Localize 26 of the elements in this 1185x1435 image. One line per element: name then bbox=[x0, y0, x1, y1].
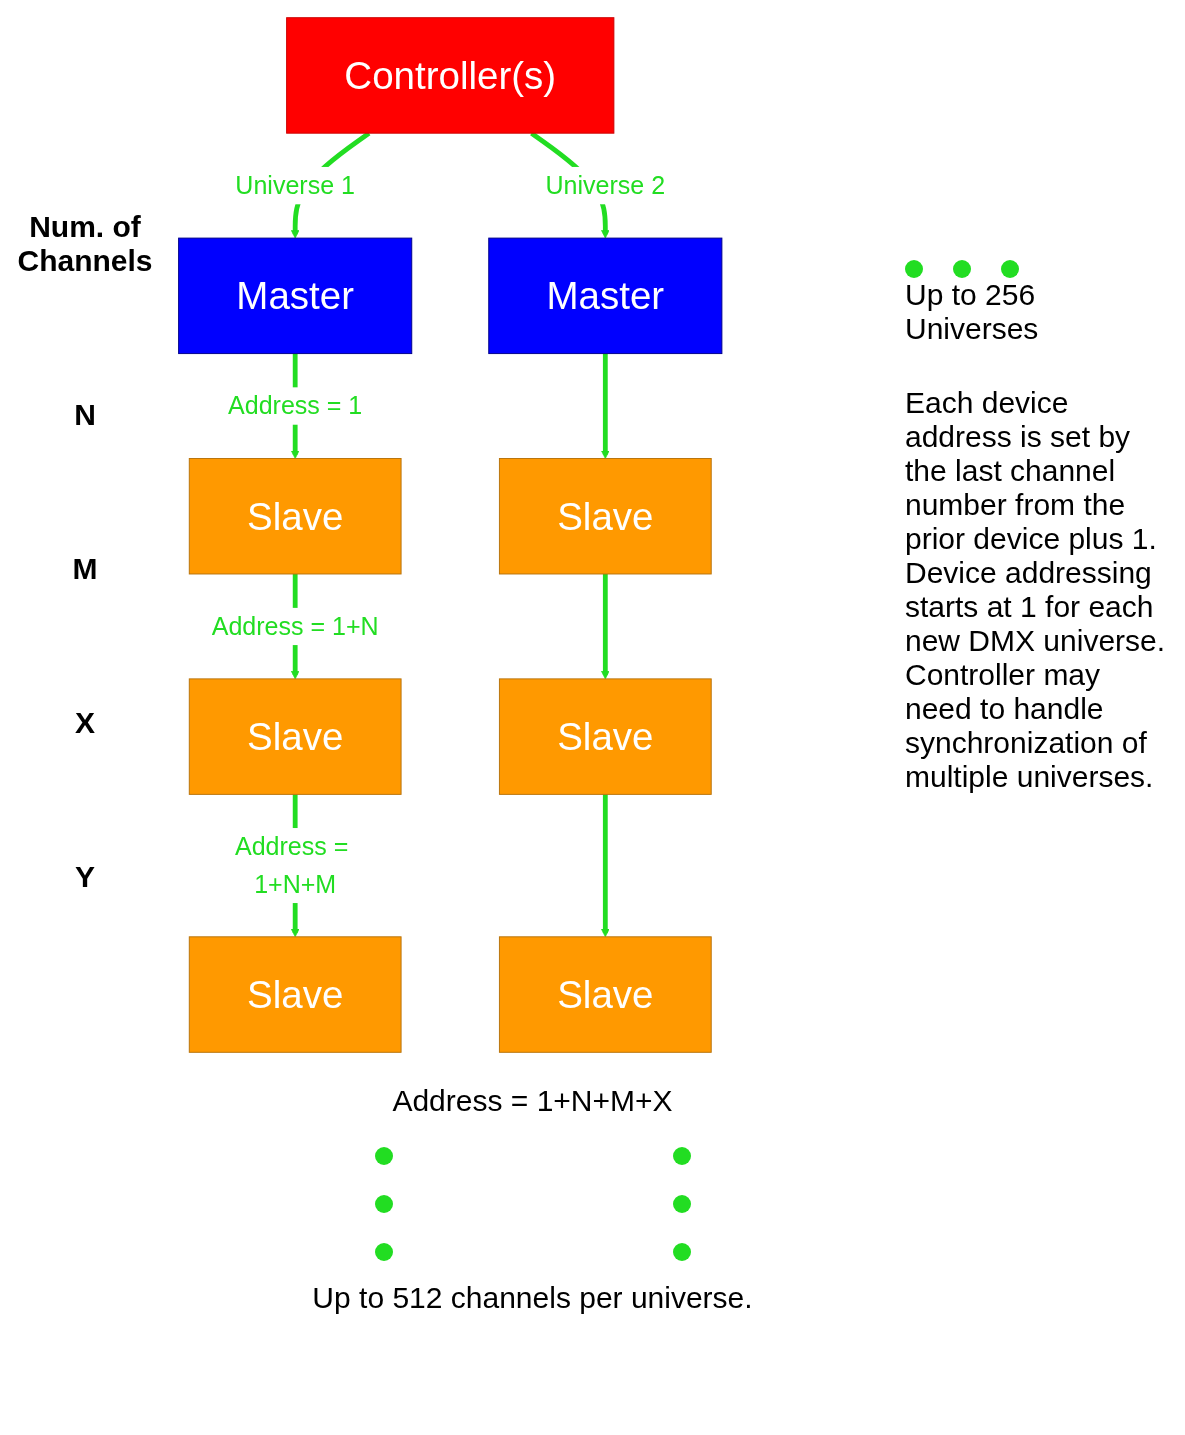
arrow bbox=[601, 794, 610, 938]
axis-heading: Num. of Channels bbox=[16, 210, 154, 278]
node-box: Master bbox=[178, 237, 413, 355]
node-box: Slave bbox=[498, 458, 712, 575]
node-box: Controller(s) bbox=[286, 17, 615, 134]
edge-label: Address = 1+N bbox=[211, 611, 379, 641]
node-box: Slave bbox=[188, 678, 402, 795]
channel-count-label: Y bbox=[74, 860, 96, 894]
edge-label: Address = 1 bbox=[228, 391, 363, 420]
node-box: Slave bbox=[498, 678, 712, 795]
edge-label: Address = 1+N+M bbox=[235, 831, 349, 899]
arrow bbox=[601, 353, 610, 459]
node-box: Slave bbox=[188, 936, 402, 1053]
channel-count-label: X bbox=[74, 706, 96, 740]
channel-count-label: N bbox=[73, 398, 97, 432]
edge-label: Universe 2 bbox=[545, 170, 666, 200]
node-box: Slave bbox=[498, 936, 712, 1053]
node-box: Slave bbox=[188, 458, 402, 575]
note-text: Up to 512 channels per universe. bbox=[312, 1281, 753, 1315]
node-box: Master bbox=[488, 237, 723, 355]
channel-count-label: M bbox=[71, 552, 99, 586]
arrow bbox=[601, 574, 610, 680]
note-text: Each device address is set by the last channel number from the prior device plus 1. Device addressing starts at 1 for each new DMX universe. Controller may need to handle synchronization of multiple universes. bbox=[905, 386, 1167, 794]
address-label: Address = 1+N+M+X bbox=[391, 1084, 674, 1118]
note-text: Up to 256 Universes bbox=[905, 278, 1040, 346]
edge-label: Universe 1 bbox=[235, 170, 355, 200]
